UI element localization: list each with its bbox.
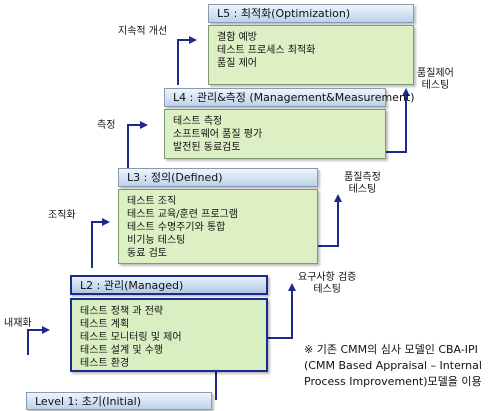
level-5-title: L5 : 최적화(Optimization) [217,7,351,20]
l3-item: 동료 검토 [127,248,167,259]
l5-item: 품질 제어 [217,58,257,69]
label-line: 품질측정 [344,172,381,183]
l3-item: 테스트 조직 [127,196,177,207]
level-2-header: L2 : 관리(Managed) [70,275,268,295]
l2-item: 테스트 설계 및 수행 [80,345,164,356]
l3-item: 테스트 교육/훈련 프로그램 [127,209,238,220]
l3-item: 테스트 수명주기와 통합 [127,222,226,233]
level-3-title: L3 : 정의(Defined) [127,171,223,184]
label-text: 지속적 개선 [118,26,168,37]
l2-item: 테스트 정책 과 전략 [80,306,164,317]
arrow-l1-to-l2 [27,326,50,355]
label-l2-requirements-verification-testing: 요구사항 검증 테스팅 [298,272,356,296]
arrow-l4-to-l5 [177,36,197,85]
l4-item: 발전된 동료검토 [173,142,241,153]
level-5-box: 결함 예방 테스트 프로세스 최적화 품질 제어 [208,25,414,85]
note-line: ※ 기존 CMM의 심사 모델인 CBA-IPI [304,343,478,356]
arrow-l4-right [386,88,410,153]
level-4-title: L4 : 관리&측정 (Management&Measurement) [173,91,415,104]
level-3-box: 테스트 조직 테스트 교육/훈련 프로그램 테스트 수명주기와 통합 비기능 테… [118,189,318,264]
label-l4-measurement: 측정 [97,120,115,132]
label-l5-continuous-improvement: 지속적 개선 [118,26,167,38]
label-l4-quality-control-testing: 품질제어 테스팅 [417,68,454,92]
label-text: 측정 [97,120,116,131]
l4-item: 테스트 측정 [173,116,223,127]
level-5-header: L5 : 최적화(Optimization) [208,4,414,23]
label-line: 요구사항 검증 [298,272,357,283]
arrow-l2-to-l3-b [91,218,110,268]
label-l2-internalization: 내재화 [4,318,32,330]
label-line: 테스팅 [348,184,377,195]
footnote: ※ 기존 CMM의 심사 모델인 CBA-IPI (CMM Based Appr… [304,342,482,390]
label-line: 테스팅 [313,284,341,295]
l5-item: 테스트 프로세스 최적화 [217,45,316,56]
l2-item: 테스트 계획 [80,319,130,330]
level-4-box: 테스트 측정 소프트웨어 품질 평가 발전된 동료검토 [164,109,386,159]
level-2-box: 테스트 정책 과 전략 테스트 계획 테스트 모니터링 및 제어 테스트 설계 … [70,298,268,372]
arrow-l3-right [318,194,342,247]
arrow-l3-to-l4 [127,121,148,168]
level-3-header: L3 : 정의(Defined) [118,168,318,187]
level-4-header: L4 : 관리&측정 (Management&Measurement) [164,88,415,107]
label-l3-organization: 조직화 [48,210,76,222]
l5-item: 결함 예방 [217,32,257,43]
l3-item: 비기능 테스팅 [127,235,186,246]
label-line: 품질제어 [417,68,454,79]
l2-item: 테스트 모니터링 및 제어 [80,332,182,343]
l4-item: 소프트웨어 품질 평가 [173,129,263,140]
l2-item: 테스트 환경 [80,358,130,369]
note-line: Process Improvement)모델을 이용 [304,375,482,388]
level-1-header: Level 1: 초기(Initial) [26,392,212,410]
label-l3-quality-measurement-testing: 품질측정 테스팅 [344,172,381,196]
note-line: (CMM Based Appraisal – Internal [304,359,482,372]
level-2-title: L2 : 관리(Managed) [80,279,184,292]
label-text: 내재화 [4,318,32,329]
label-text: 조직화 [48,210,76,221]
label-line: 테스팅 [421,80,450,91]
level-1-title: Level 1: 초기(Initial) [35,395,141,408]
arrow-l2-right [268,283,296,339]
